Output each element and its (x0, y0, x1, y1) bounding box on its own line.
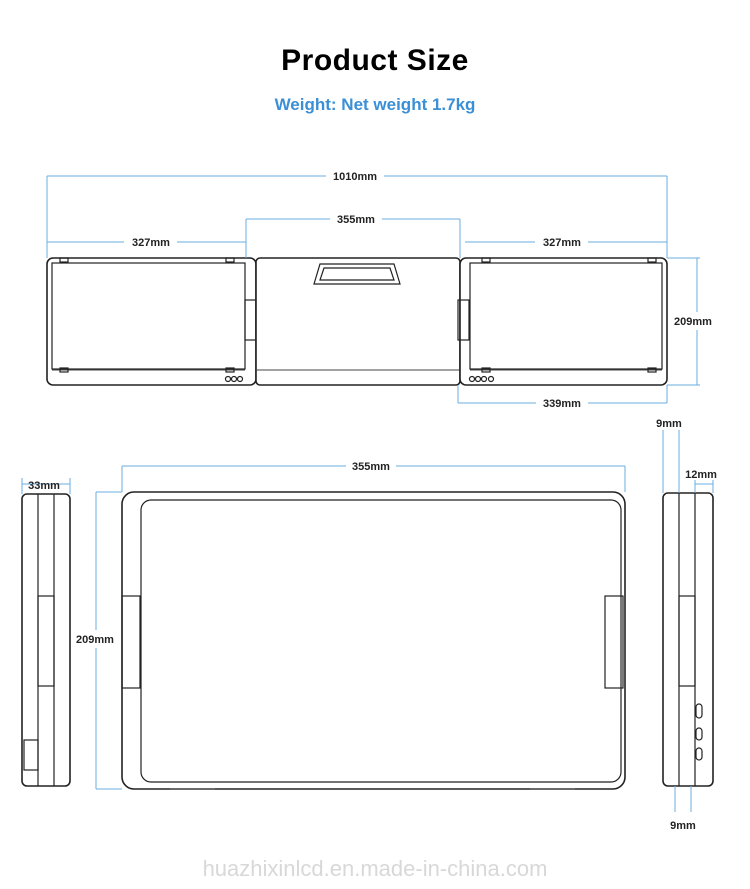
top-view (46, 175, 700, 404)
watermark: huazhixinlcd.en.made-in-china.com (203, 856, 548, 881)
dim-thickness: 33mm (28, 480, 60, 492)
dim-height: 209mm (674, 316, 712, 328)
front-view (95, 465, 626, 790)
right-screen (459, 257, 668, 386)
dim-left-width: 327mm (132, 237, 170, 249)
dim-right-width: 327mm (543, 237, 581, 249)
dim-folded-width: 339mm (543, 398, 581, 410)
dim-total-width: 1010mm (333, 171, 377, 183)
dim-front-height: 209mm (76, 634, 114, 646)
weight-subtitle: Weight: Net weight 1.7kg (274, 95, 476, 114)
dim-side-bottom: 9mm (670, 820, 696, 832)
right-side-view (662, 430, 714, 812)
left-screen (46, 257, 257, 386)
dim-side-top: 9mm (656, 418, 682, 430)
page-title: Product Size (281, 44, 469, 77)
dim-side-port: 12mm (685, 469, 717, 481)
dim-front-width: 355mm (352, 461, 390, 473)
dim-center-width: 355mm (337, 214, 375, 226)
center-screen (255, 257, 461, 386)
handle-cutout (313, 263, 401, 285)
left-side-view (21, 478, 71, 787)
